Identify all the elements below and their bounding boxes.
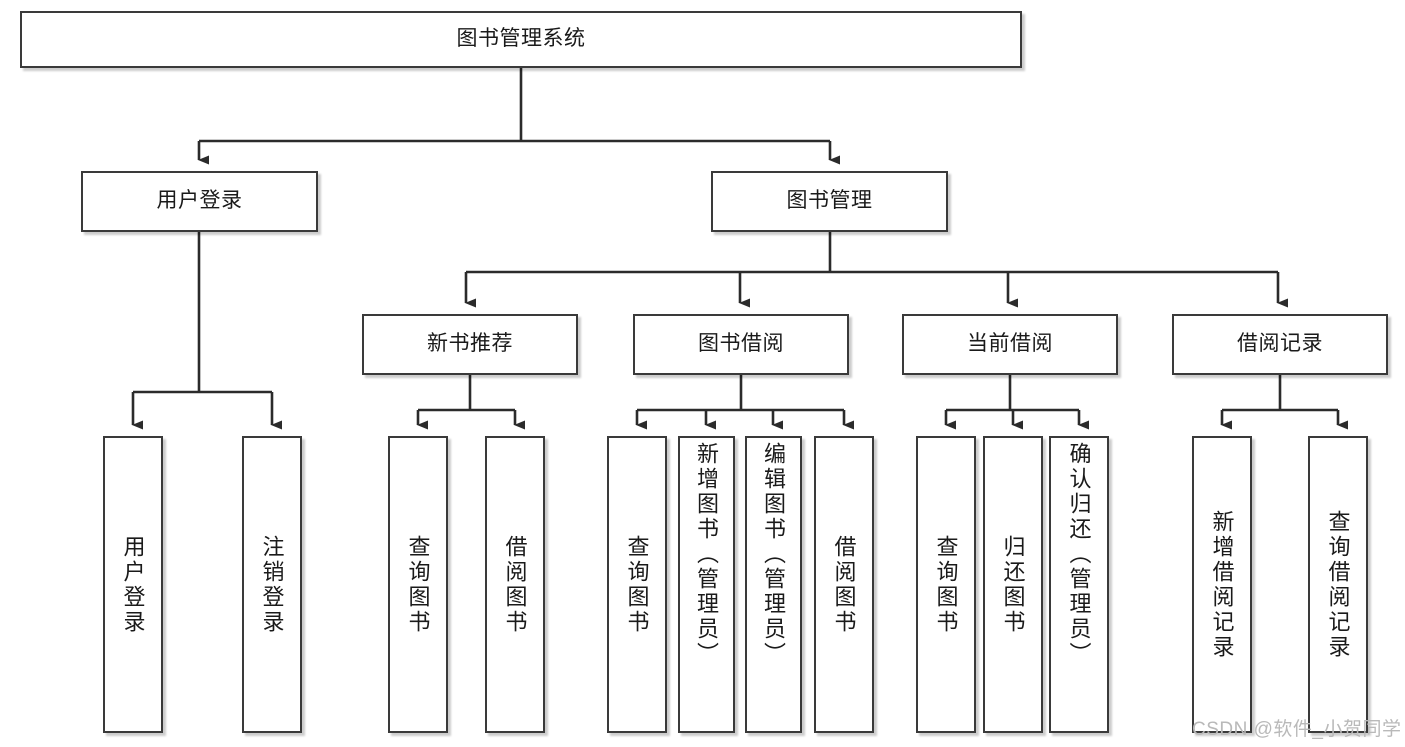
node-current-borrow-label: 当前借阅 [967,332,1053,356]
leaf-logout-label: 注销登录 [259,534,285,635]
node-book-borrow-label: 图书借阅 [698,332,784,356]
leaf-edit-book[interactable]: 编辑图书（管理员） [745,436,802,733]
leaf-borrow-book-2[interactable]: 借阅图书 [814,436,874,733]
leaf-query-book-2[interactable]: 查询图书 [607,436,667,733]
node-borrow-record[interactable]: 借阅记录 [1172,314,1388,375]
node-borrow-record-label: 借阅记录 [1237,332,1323,356]
leaf-borrow-book-1-label: 借阅图书 [502,534,528,635]
leaf-logout[interactable]: 注销登录 [242,436,302,733]
leaf-add-book[interactable]: 新增图书（管理员） [678,436,735,733]
leaf-add-book-label: 新增图书（管理员） [694,442,720,667]
node-user-login-label: 用户登录 [156,189,243,213]
leaf-confirm-return-label: 确认归还（管理员） [1066,442,1092,667]
leaf-return-book[interactable]: 归还图书 [983,436,1043,733]
leaf-query-book-1[interactable]: 查询图书 [388,436,448,733]
leaf-borrow-book-1[interactable]: 借阅图书 [485,436,545,733]
leaf-add-record-label: 新增借阅记录 [1209,509,1235,660]
node-book-borrow[interactable]: 图书借阅 [633,314,849,375]
leaf-query-book-2-label: 查询图书 [624,534,650,635]
leaf-query-book-3-label: 查询图书 [933,534,959,635]
node-book-manage[interactable]: 图书管理 [711,171,948,232]
leaf-add-record[interactable]: 新增借阅记录 [1192,436,1252,733]
node-new-book-rec-label: 新书推荐 [427,332,513,356]
csdn-watermark: CSDN @软件_小贺同学 [1192,719,1402,740]
leaf-user-login[interactable]: 用户登录 [103,436,163,733]
leaf-user-login-label: 用户登录 [120,534,146,635]
leaf-query-record-label: 查询借阅记录 [1325,509,1351,660]
leaf-confirm-return[interactable]: 确认归还（管理员） [1049,436,1109,733]
leaf-query-book-1-label: 查询图书 [405,534,431,635]
node-current-borrow[interactable]: 当前借阅 [902,314,1118,375]
node-book-manage-label: 图书管理 [786,189,873,213]
leaf-return-book-label: 归还图书 [1000,534,1026,635]
node-user-login[interactable]: 用户登录 [81,171,318,232]
leaf-query-record[interactable]: 查询借阅记录 [1308,436,1368,733]
node-root-label: 图书管理系统 [456,27,586,51]
leaf-query-book-3[interactable]: 查询图书 [916,436,976,733]
node-new-book-rec[interactable]: 新书推荐 [362,314,578,375]
leaf-borrow-book-2-label: 借阅图书 [831,534,857,635]
node-root[interactable]: 图书管理系统 [20,11,1022,68]
leaf-edit-book-label: 编辑图书（管理员） [761,442,787,667]
